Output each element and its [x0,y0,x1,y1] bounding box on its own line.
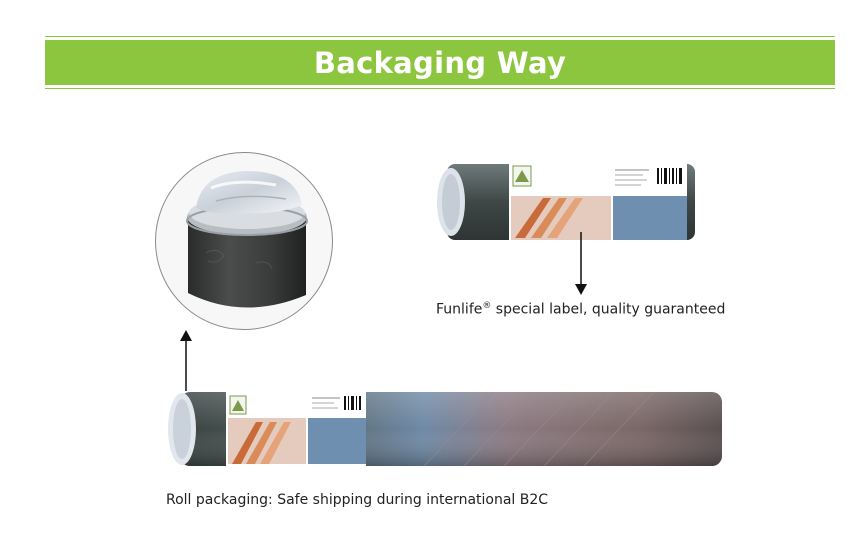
registered-mark: ® [482,301,492,311]
header-banner: Backaging Way [45,40,835,85]
arrow-up-icon [180,330,192,391]
banner-top-line [45,36,835,37]
label-caption-text: special label, quality guaranteed [491,301,726,318]
arrow-down-icon [575,232,587,295]
large-labeled-roll-image [168,391,722,467]
banner-bottom-line [45,88,835,89]
page-title: Backaging Way [313,45,567,80]
label-caption: Funlife® special label, quality guarante… [436,301,725,318]
closeup-roll-image [155,152,333,330]
roll-caption: Roll packaging: Safe shipping during int… [166,492,549,508]
closeup-roll-graphic [186,171,308,308]
label-caption-brand: Funlife [436,301,483,318]
small-labeled-roll-image [437,162,695,242]
